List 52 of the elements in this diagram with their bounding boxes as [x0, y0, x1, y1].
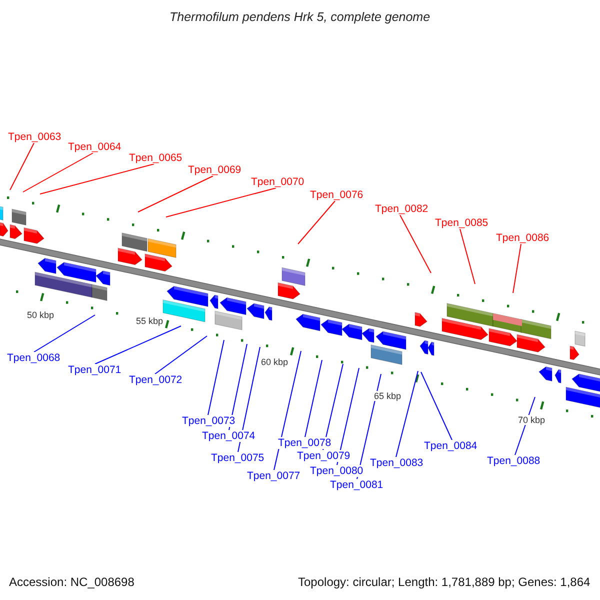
leader-line	[166, 188, 276, 218]
gene-label: Tpen_0083	[370, 457, 424, 469]
leader-line	[304, 360, 322, 438]
gene-label: Tpen_0080	[310, 465, 364, 477]
gene-label: Tpen_0076	[310, 189, 364, 201]
leader-line	[400, 214, 432, 274]
kbp-label: 70 kbp	[518, 415, 546, 425]
gene-label: Tpen_0074	[202, 430, 256, 442]
gene-label: Tpen_0079	[297, 450, 350, 462]
leader-line	[40, 164, 154, 194]
leader-line	[396, 370, 418, 458]
gene-label: Tpen_0065	[129, 152, 182, 164]
leader-line	[208, 340, 224, 416]
leader-line	[34, 314, 96, 352]
gene-label: Tpen_0088	[487, 455, 540, 467]
gene-label: Tpen_0084	[424, 440, 478, 452]
leader-line	[94, 326, 182, 364]
gene-label: Tpen_0086	[496, 232, 550, 244]
gene-label: Tpen_0064	[68, 141, 122, 153]
gene-label: Tpen_0078	[278, 437, 332, 449]
leader-line	[336, 368, 360, 466]
genome-title: Thermofilum pendens Hrk 5, complete genome	[170, 10, 430, 24]
leader-line	[154, 336, 208, 374]
accession-text: Accession: NC_008698	[9, 575, 134, 589]
gene-label: Tpen_0075	[211, 452, 264, 464]
kbp-label: 60 kbp	[261, 357, 288, 367]
leader-line	[228, 344, 248, 430]
leader-line	[238, 346, 260, 452]
gene-label: Tpen_0071	[68, 364, 122, 376]
kbp-label: 50 kbp	[27, 310, 54, 320]
gene-label: Tpen_0082	[375, 203, 428, 215]
leader-line	[420, 372, 452, 440]
leader-line	[298, 200, 336, 244]
leader-line	[460, 228, 476, 284]
gene-label: Tpen_0069	[188, 164, 242, 176]
leader-line	[322, 364, 344, 450]
leader-line	[512, 244, 522, 294]
leader-line	[10, 142, 34, 190]
gene-label: Tpen_0077	[247, 470, 300, 482]
gene-label: Tpen_0063	[8, 131, 62, 143]
gene-label: Tpen_0081	[330, 479, 384, 491]
leader-line	[274, 350, 302, 470]
gene-label: Tpen_0085	[435, 217, 488, 229]
gene-label: Tpen_0072	[129, 374, 182, 386]
gene-label: Tpen_0070	[251, 176, 304, 188]
leader-line	[22, 152, 94, 192]
gene-label: Tpen_0073	[182, 415, 236, 427]
leader-line	[138, 176, 214, 212]
kbp-label: 55 kbp	[136, 316, 164, 326]
kbp-label: 65 kbp	[374, 391, 402, 401]
gene-label: Tpen_0068	[7, 352, 60, 364]
genome-summary-text: Topology: circular; Length: 1,781,889 bp; Genes: 1,864	[298, 575, 590, 589]
